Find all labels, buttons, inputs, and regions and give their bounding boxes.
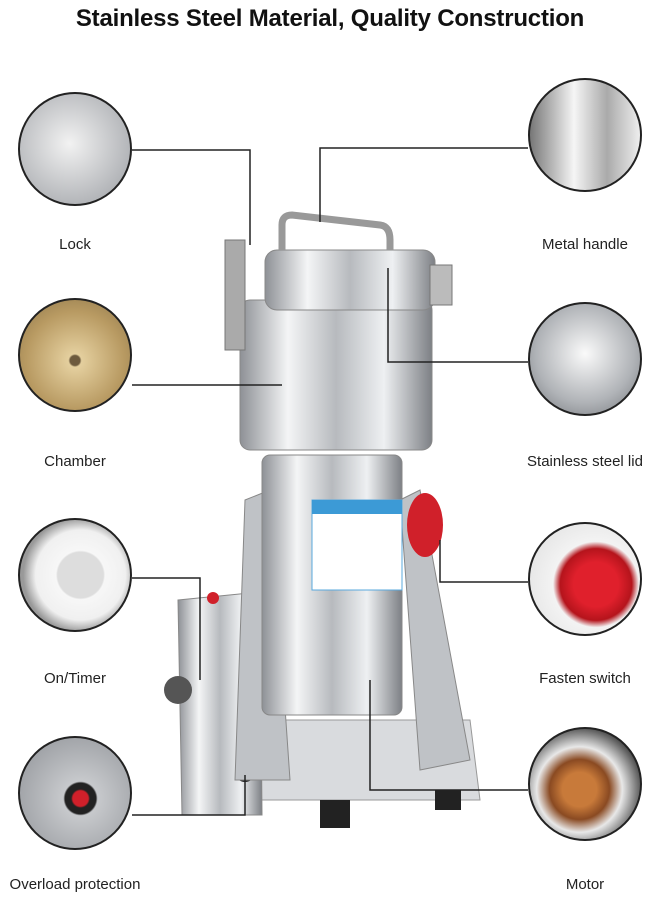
chamber-icon (18, 298, 132, 412)
grinder-body (261, 454, 443, 716)
feature-label-on-timer: On/Timer (44, 670, 106, 687)
motor-icon (528, 727, 642, 841)
feature-label-fasten-switch: Fasten switch (539, 670, 631, 687)
page-title: Stainless Steel Material, Quality Constr… (75, 5, 585, 32)
feature-label-chamber: Chamber (44, 453, 106, 470)
overload-button-icon (18, 736, 132, 850)
feature-label-motor: Motor (565, 876, 605, 893)
timer-knob-icon (18, 518, 132, 632)
grinder-chamber (224, 211, 453, 451)
feature-label-overload: Overload protection (9, 876, 141, 893)
lid-icon (528, 302, 642, 416)
feature-label-lock: Lock (59, 236, 91, 253)
fasten-switch-icon (528, 522, 642, 636)
handle-icon (528, 78, 642, 192)
leader-lines (132, 147, 528, 816)
lock-icon (18, 92, 132, 206)
feature-label-stainless-lid: Stainless steel lid (527, 453, 643, 470)
feature-label-metal-handle: Metal handle (542, 236, 628, 253)
